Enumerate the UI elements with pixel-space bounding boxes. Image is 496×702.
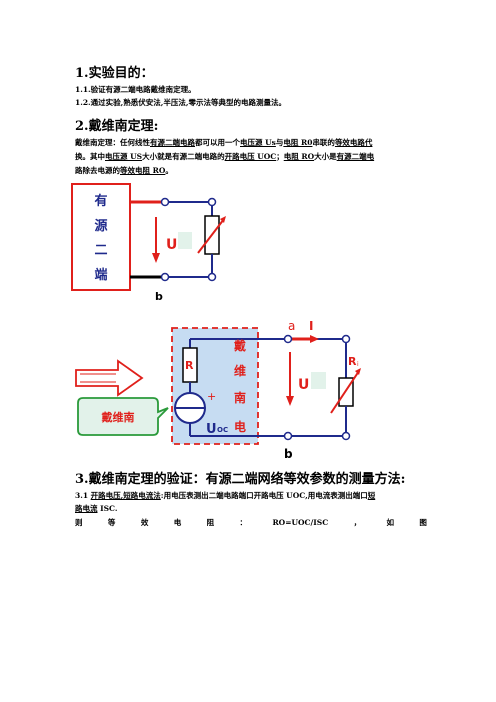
section2-title: 2.戴维南定理:: [75, 119, 159, 134]
underlined-text: 短: [367, 491, 376, 500]
text: 戴维南定理：任何线性: [75, 138, 150, 147]
section1-item-1: 1.1.验证有源二端电路戴维南定理。: [75, 85, 196, 94]
underlined-text: 等效电阻 RO: [120, 166, 166, 175]
box-char-3: 二: [94, 243, 107, 258]
transform-arrow: [75, 359, 144, 397]
section3-title: 3.戴维南定理的验证：有源二端网络等效参数的测量方法:: [75, 472, 406, 487]
u-label: U: [298, 377, 309, 393]
side-char-4: 电: [234, 419, 246, 434]
box-char-1: 有: [94, 193, 107, 209]
section3-line1: 3.1 开路电压,短路电流法:用电压表测出二端电路端口开路电压 UOC,用电流表…: [75, 490, 425, 502]
variable-arrow: [330, 370, 360, 414]
underlined-text: 有源二端电路: [150, 138, 195, 147]
underlined-text: 开路电压 UOC: [224, 152, 277, 161]
side-char-3: 南: [234, 390, 246, 405]
text: 电: [173, 518, 182, 527]
section2-para-line2: 换。其中电压源 US大小就是有源二端电路的开路电压 UOC；电阻 RO大小是有源…: [75, 151, 425, 163]
arrow-head: [152, 253, 160, 263]
thevenin-equivalent-diagram: a I R + U OC 戴 维 南 电 R i U b 戴维南: [75, 319, 361, 461]
underlined-text: 电压源 US: [105, 152, 143, 161]
text: 与: [275, 138, 284, 147]
section3-line2: 路电流 ISC.: [75, 503, 117, 515]
text: 串联的: [312, 138, 335, 147]
callout-text: 戴维南: [102, 410, 135, 424]
active-two-terminal-diagram: 有 源 二 端 U b: [71, 183, 226, 303]
terminal-a: [283, 334, 293, 344]
underlined-text: 路电流: [75, 504, 98, 513]
u-label: U: [166, 237, 177, 253]
text: 则: [75, 518, 83, 527]
arrow-head: [286, 396, 294, 406]
text: 换。其中: [75, 152, 105, 161]
box-char-4: 端: [94, 267, 107, 283]
label-box: [178, 232, 192, 249]
text: 。: [165, 166, 173, 175]
ri-sub: i: [357, 361, 359, 368]
underlined-text: 电压源 Us: [240, 138, 276, 147]
terminal-b: [160, 272, 170, 282]
arrow-head: [220, 216, 226, 223]
text: 路除去电源的: [75, 166, 120, 175]
side-char-1: 戴: [234, 338, 246, 353]
a-label: a: [288, 319, 295, 333]
text: 图: [419, 518, 427, 527]
text: 大小是: [314, 152, 337, 161]
uoc-sub: OC: [217, 426, 228, 434]
underlined-text: 电阻 R0: [283, 138, 313, 147]
text: :用电压表测出二端电路端口开路电压 UOC,用电流表测出端口: [160, 491, 368, 500]
i-label: I: [309, 319, 313, 333]
text: 都可以用一个: [195, 138, 240, 147]
side-char-2: 维: [234, 363, 246, 378]
text: ISC.: [97, 504, 118, 513]
section2-para-line1: 戴维南定理：任何线性有源二端电路都可以用一个电压源 Us与电阻 R0串联的等效电…: [75, 137, 425, 149]
text: RO=UOC/ISC: [272, 518, 329, 527]
underlined-text: 开路电压,短路电流法: [90, 491, 161, 500]
label-box: [311, 372, 326, 389]
arrow-head: [355, 368, 361, 375]
underlined-text: 有源二端电: [336, 152, 375, 161]
text: ：: [239, 518, 248, 527]
underlined-text: 电阻 RO: [283, 152, 315, 161]
text: 阻: [206, 518, 215, 527]
r-label: R: [185, 359, 194, 372]
section1-title: 1.实验目的：: [75, 66, 154, 81]
node: [341, 431, 351, 441]
box-char-2: 源: [94, 218, 107, 234]
text: 效: [140, 518, 149, 527]
text: 3.1: [75, 491, 91, 500]
callout-bubble: [77, 397, 169, 436]
current-arrow-head: [310, 335, 319, 343]
text: 大小就是有源二端电路的: [142, 152, 225, 161]
section3-line3: 则 等 效 电 阻 ： RO=UOC/ISC ， 如 图: [75, 517, 427, 529]
text: 等: [107, 518, 116, 527]
terminal-b: [283, 431, 293, 441]
text: ；: [276, 152, 284, 161]
variable-arrow: [197, 218, 225, 254]
terminal-a: [160, 197, 170, 207]
b-label: b: [155, 290, 163, 303]
ri-label: R: [348, 355, 357, 368]
node: [341, 334, 351, 344]
text: ，: [353, 518, 362, 527]
plus-sign: +: [207, 390, 216, 403]
uoc-main: U: [206, 422, 217, 437]
b-label: b: [284, 447, 293, 461]
node: [207, 272, 217, 282]
node: [207, 197, 217, 207]
underlined-text: 等效电路代: [334, 138, 373, 147]
text: 如: [386, 518, 394, 527]
section1-item-2: 1.2.通过实验,熟悉伏安法,半压法,零示法等典型的电路测量法。: [75, 98, 286, 107]
network-box: [71, 183, 131, 291]
section2-para-line3: 路除去电源的等效电阻 RO。: [75, 165, 173, 177]
